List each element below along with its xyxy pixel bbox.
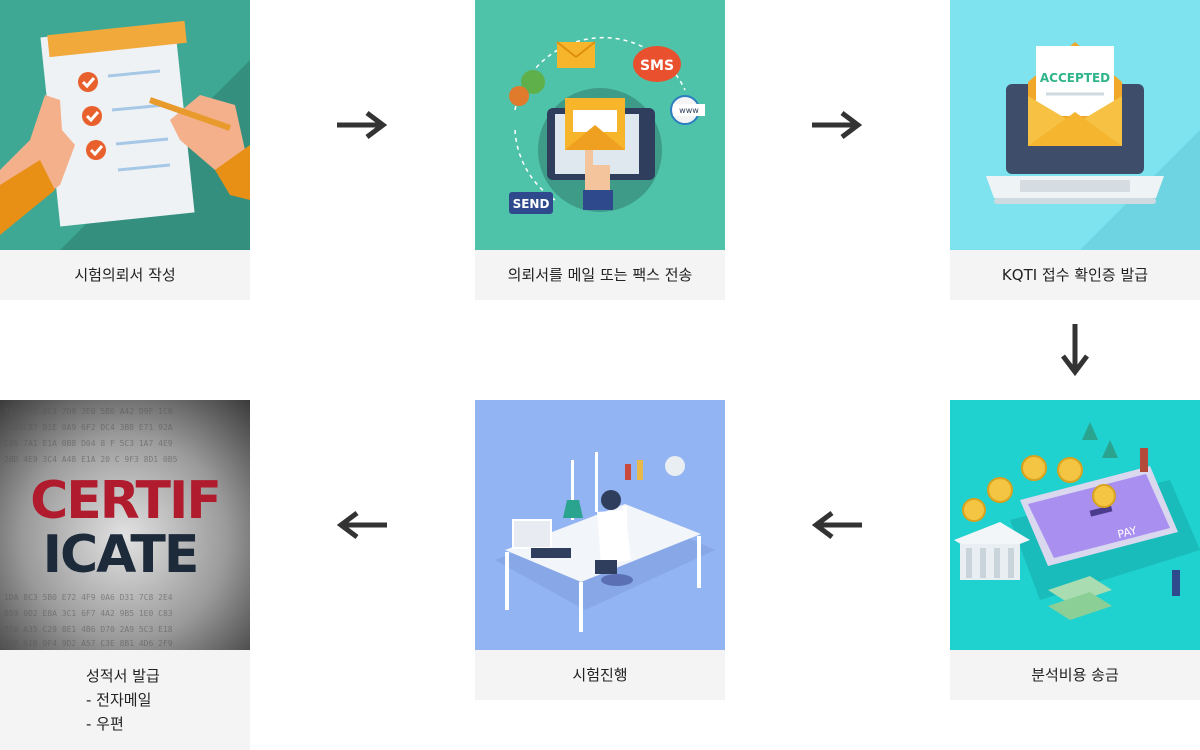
svg-text:5325C87 B1E 0A9 6F2 DC4 3B8 E7: 5325C87 B1E 0A9 6F2 DC4 3B8 E71 92A [4, 423, 173, 432]
sms-bubble-text: SMS [640, 58, 674, 74]
certificate-illustration: 4A2 0F1 8C3 7D9 3E0 5B6 A42 D9F 1C0 5325… [0, 400, 250, 650]
laboratory-illustration [475, 400, 725, 650]
arrow-left-icon [336, 511, 387, 539]
svg-text:3E8 61B 0F4 9D2 A57 C3E 8B1 4D: 3E8 61B 0F4 9D2 A57 C3E 8B1 4D6 2F9 [4, 639, 173, 648]
pay-label: PAY [1116, 524, 1138, 541]
svg-text:1DA 8C3 5B0 E72 4F9 0A6 D31 7C: 1DA 8C3 5B0 E72 4F9 0A6 D31 7C8 2E4 [4, 593, 173, 602]
arrow-down-icon [1061, 324, 1089, 377]
svg-text:4A2 0F1 8C3 7D9 3E0 5B6 A42 D9: 4A2 0F1 8C3 7D9 3E0 5B6 A42 D9F 1C0 [4, 407, 173, 416]
step-2-send-request: SMS www SEND 의뢰서를 메일 또는 팩스 전송 [475, 0, 725, 300]
arrow-right-icon [812, 111, 863, 139]
step-2-caption: 의뢰서를 메일 또는 팩스 전송 [475, 250, 725, 300]
step-3-caption: KQTI 접수 확인증 발급 [950, 250, 1200, 300]
step-6-caption-sub-1: - 전자메일 [86, 691, 152, 709]
email-send-illustration: SMS www SEND [475, 0, 725, 250]
step-1-request-form: 시험의뢰서 작성 [0, 0, 250, 300]
step-6-caption-main: 성적서 발급 [86, 667, 160, 685]
certificate-line-1: CERTIF [30, 471, 220, 531]
arrow-left-icon [811, 511, 862, 539]
certificate-line-2: ICATE [43, 525, 198, 585]
step-6-caption: 성적서 발급 - 전자메일 - 우편 [0, 650, 250, 750]
step-5-caption: 시험진행 [475, 650, 725, 700]
step-1-caption: 시험의뢰서 작성 [0, 250, 250, 300]
arrow-right-icon [337, 111, 388, 139]
step-6-certificate: 4A2 0F1 8C3 7D9 3E0 5B6 A42 D9F 1C0 5325… [0, 400, 250, 750]
step-5-testing: 시험진행 [475, 400, 725, 700]
step-4-caption: 분석비용 송금 [950, 650, 1200, 700]
payment-illustration: PAY [950, 400, 1200, 650]
send-label: SEND [513, 197, 550, 211]
step-3-receipt-confirmation: ACCEPTED KQTI 접수 확인증 발급 [950, 0, 1200, 300]
svg-text:2BD 4E9 3C4 A48 E1A 20 C 9F3 8: 2BD 4E9 3C4 A48 E1A 20 C 9F3 8D1 0B5 [4, 455, 178, 464]
svg-text:B59 0D2 E8A 3C1 6F7 4A2 9B5 1E: B59 0D2 E8A 3C1 6F7 4A2 9B5 1E0 C83 [4, 609, 173, 618]
step-4-payment: PAY 분석비용 송금 [950, 400, 1200, 700]
svg-text:C06 7A1 E1A 0B8 D04 8 F 5C3 1A: C06 7A1 E1A 0B8 D04 8 F 5C3 1A7 4E9 [4, 439, 173, 448]
www-label: www [679, 106, 699, 115]
form-writing-illustration [0, 0, 250, 250]
svg-text:7F0 A35 C29 8E1 4B6 D70 2A9 5C: 7F0 A35 C29 8E1 4B6 D70 2A9 5C3 E18 [4, 625, 173, 634]
accepted-label: ACCEPTED [1040, 71, 1110, 85]
step-6-caption-sub-2: - 우편 [86, 715, 124, 733]
accepted-laptop-illustration: ACCEPTED [950, 0, 1200, 250]
